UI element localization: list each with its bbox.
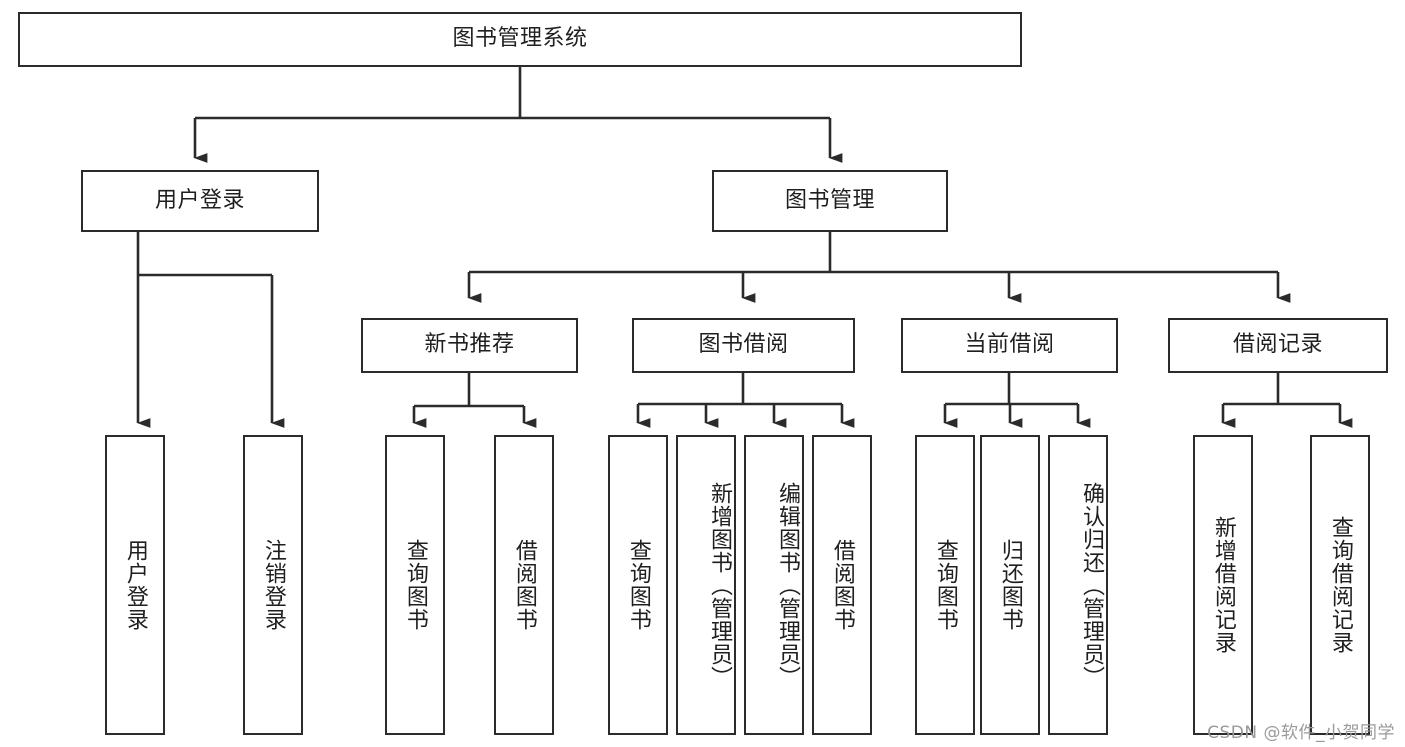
leaf-book-borrow-add[interactable]: 新增图书（管理员） <box>676 435 736 735</box>
node-root-book-management-system[interactable]: 图书管理系统 <box>18 12 1022 67</box>
leaf-new-book-borrow[interactable]: 借阅图书 <box>494 435 554 735</box>
node-label: 借阅图书 <box>829 539 855 631</box>
node-label: 用户登录 <box>154 187 245 213</box>
node-label: 借阅记录 <box>1232 332 1323 358</box>
node-label: 注销登录 <box>260 539 286 631</box>
node-label: 查询图书 <box>932 539 958 631</box>
node-label: 编辑图书（管理员） <box>775 481 800 689</box>
node-new-book-recommend[interactable]: 新书推荐 <box>361 318 578 373</box>
leaf-book-borrow-borrow[interactable]: 借阅图书 <box>812 435 872 735</box>
leaf-new-book-query[interactable]: 查询图书 <box>385 435 445 735</box>
leaf-borrow-record-add[interactable]: 新增借阅记录 <box>1193 435 1253 735</box>
node-label: 查询图书 <box>402 539 428 631</box>
node-label: 图书借阅 <box>698 332 789 358</box>
node-book-management[interactable]: 图书管理 <box>712 170 948 232</box>
node-label: 新书推荐 <box>424 332 515 358</box>
node-label: 新增图书（管理员） <box>707 481 732 689</box>
leaf-current-borrow-query[interactable]: 查询图书 <box>915 435 975 735</box>
node-current-borrow[interactable]: 当前借阅 <box>901 318 1118 373</box>
leaf-borrow-record-query[interactable]: 查询借阅记录 <box>1310 435 1370 735</box>
leaf-user-login-logout[interactable]: 注销登录 <box>243 435 303 735</box>
node-label: 查询图书 <box>625 539 651 631</box>
node-label: 新增借阅记录 <box>1210 516 1236 654</box>
node-label: 归还图书 <box>997 539 1023 631</box>
node-label: 图书管理系统 <box>452 26 588 52</box>
node-label: 当前借阅 <box>964 332 1055 358</box>
leaf-current-borrow-return[interactable]: 归还图书 <box>980 435 1040 735</box>
leaf-current-borrow-confirm-return[interactable]: 确认归还（管理员） <box>1048 435 1108 735</box>
node-borrow-record[interactable]: 借阅记录 <box>1168 318 1388 373</box>
leaf-book-borrow-query[interactable]: 查询图书 <box>608 435 668 735</box>
node-label: 图书管理 <box>784 187 875 213</box>
node-book-borrow[interactable]: 图书借阅 <box>632 318 855 373</box>
node-label: 确认归还（管理员） <box>1079 481 1104 689</box>
node-label: 查询借阅记录 <box>1327 516 1353 654</box>
node-user-login[interactable]: 用户登录 <box>81 170 319 232</box>
leaf-book-borrow-edit[interactable]: 编辑图书（管理员） <box>744 435 804 735</box>
node-label: 用户登录 <box>122 539 148 631</box>
leaf-user-login-login[interactable]: 用户登录 <box>105 435 165 735</box>
node-label: 借阅图书 <box>511 539 537 631</box>
watermark-text: CSDN @软件_小贺同学 <box>1207 723 1395 743</box>
